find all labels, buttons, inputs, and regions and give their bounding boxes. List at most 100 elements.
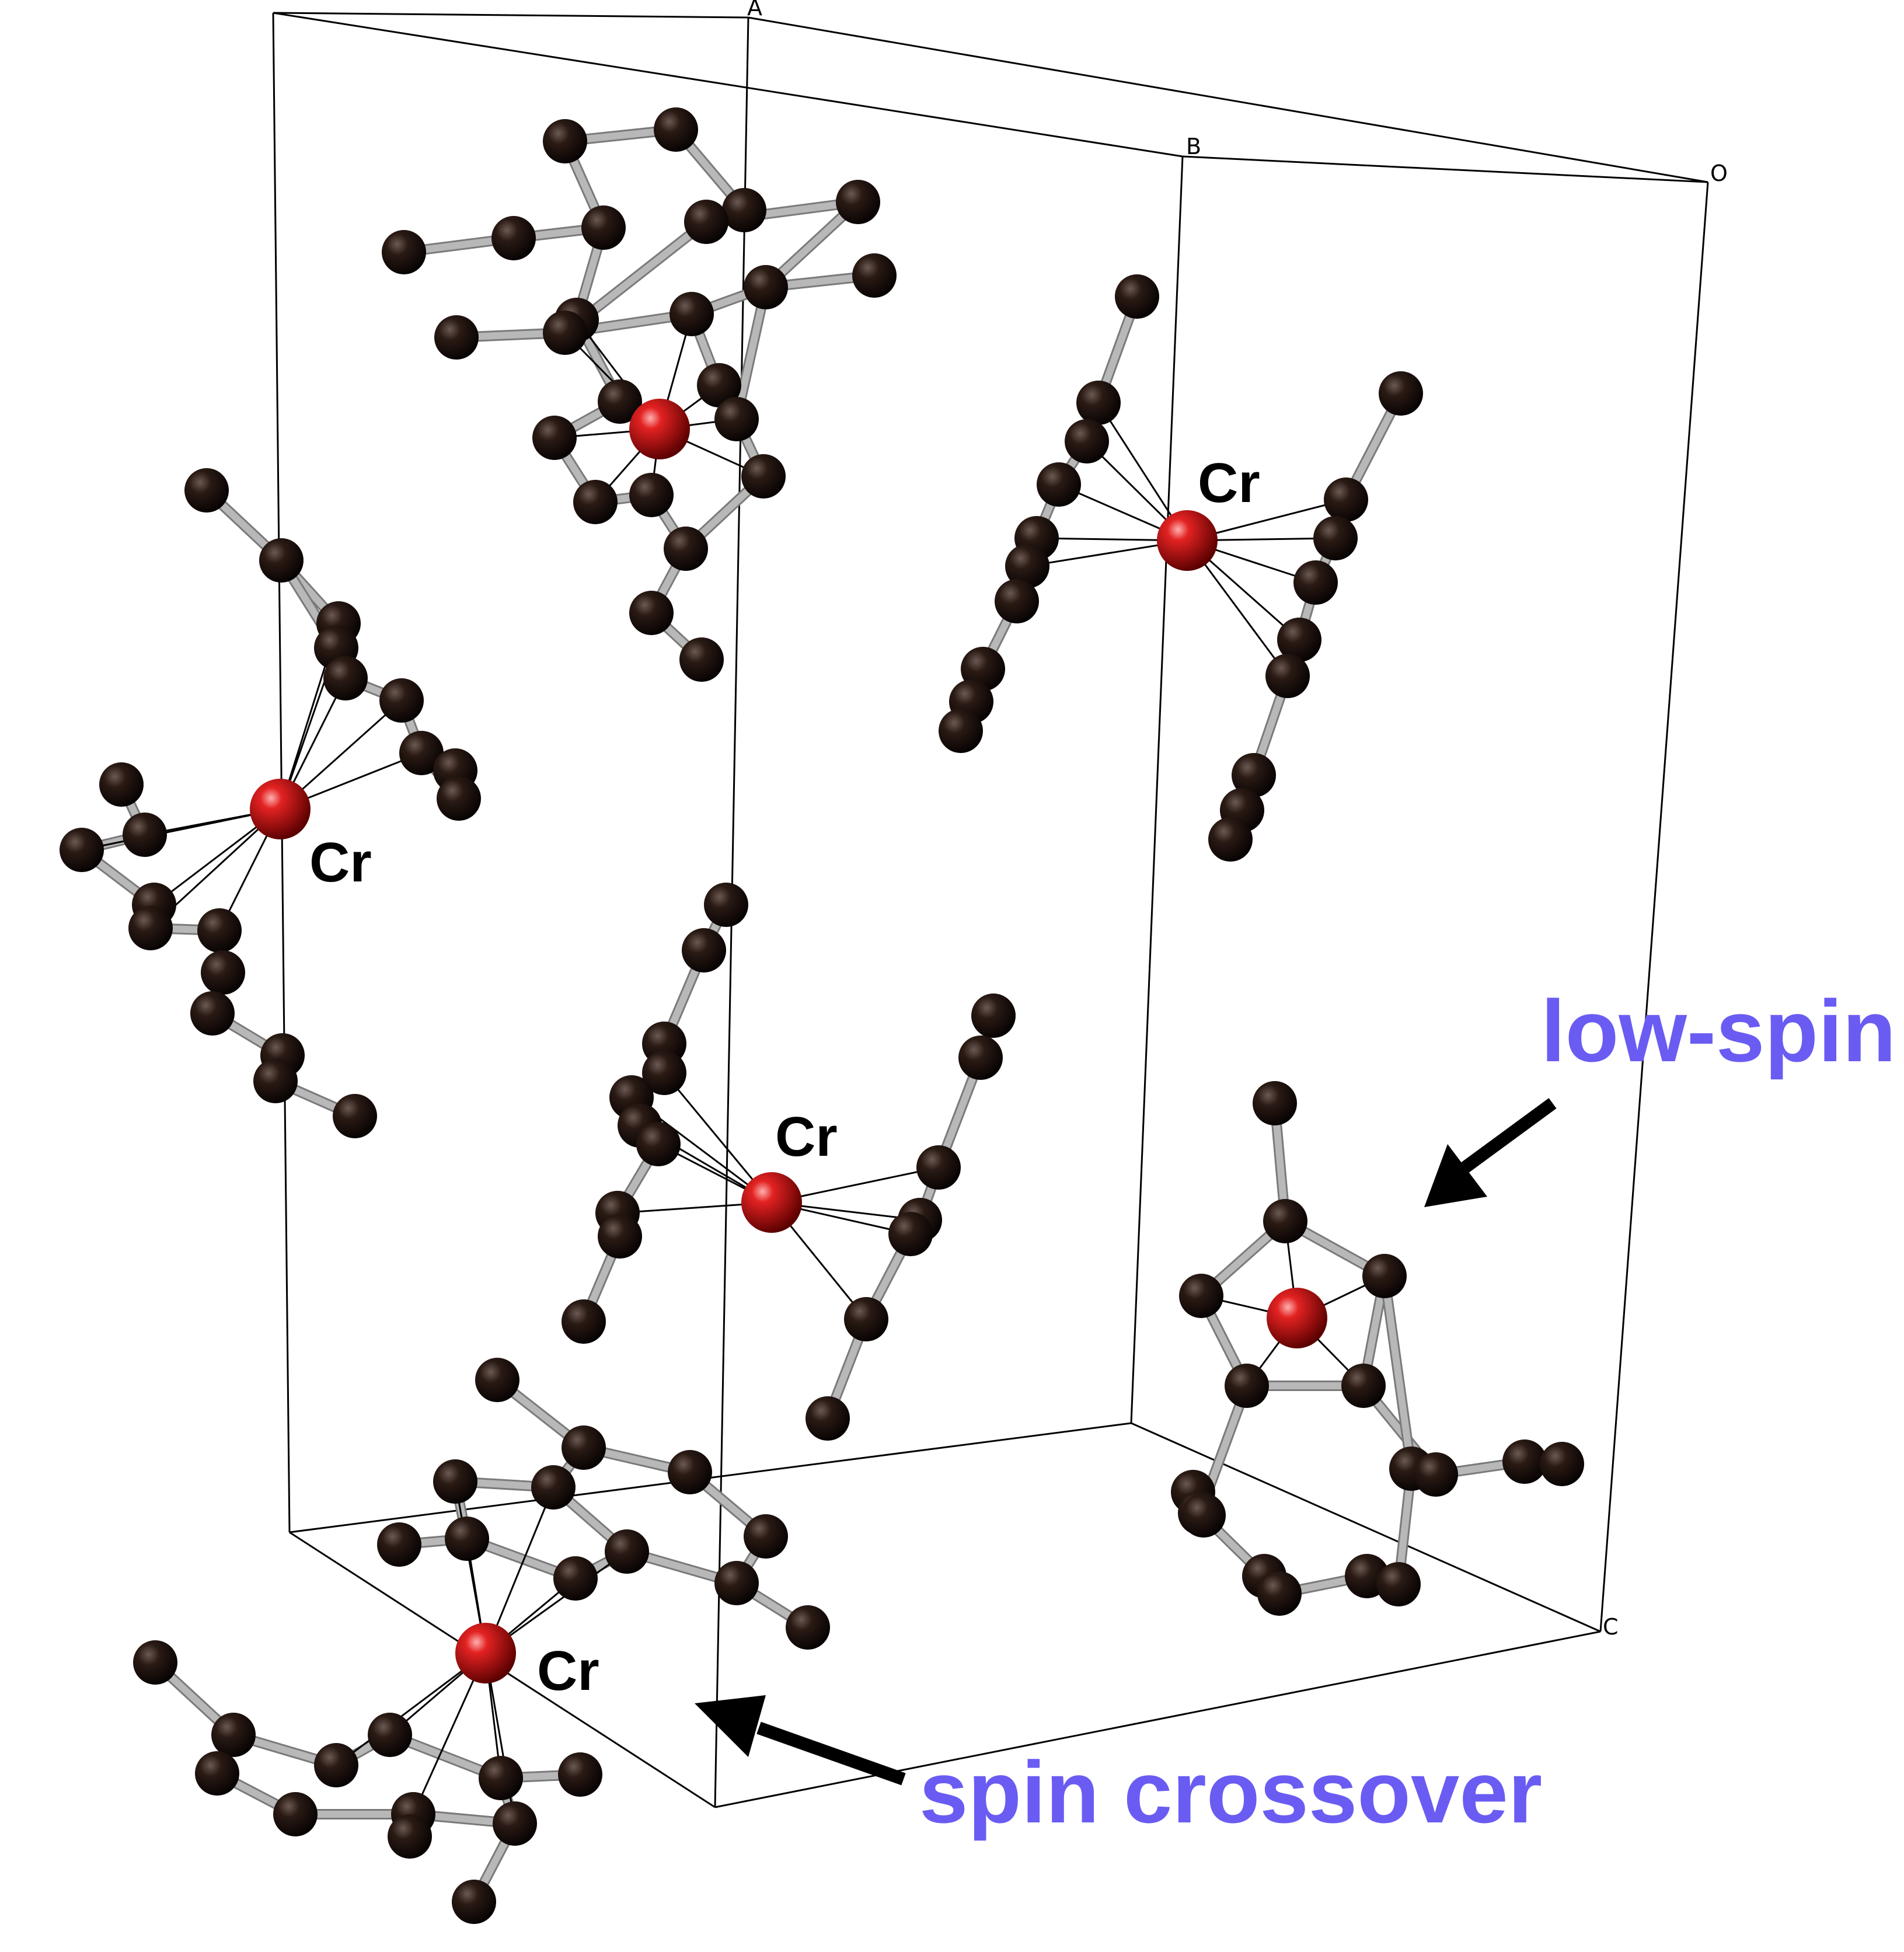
chromium-atom-3 [741, 1172, 802, 1233]
carbon-atom-4-0 [475, 1358, 519, 1402]
carbon-atom-5-5 [1341, 1364, 1386, 1408]
carbon-atom-1-15 [1265, 654, 1310, 698]
carbon-atom-3-14 [888, 1212, 933, 1256]
carbon-atom-1-0 [1115, 274, 1159, 319]
low-spin-arrow [1424, 1098, 1557, 1207]
carbon-atom-3-1 [682, 928, 726, 972]
carbon-atom-2-6 [399, 731, 444, 775]
carbon-atom-4-8 [445, 1517, 489, 1561]
carbon-atom-0-13 [434, 315, 479, 360]
axis-label-o: O [1710, 161, 1728, 186]
bond-5-18 [1381, 1273, 1415, 1472]
carbon-atom-3-12 [916, 1145, 961, 1190]
carbon-atom-3-3 [642, 1051, 686, 1095]
carbon-atom-0-10 [669, 292, 714, 336]
carbon-atom-5-0 [1253, 1081, 1297, 1125]
carbon-atom-3-9 [562, 1299, 606, 1344]
carbon-atom-1-12 [1313, 516, 1358, 560]
carbon-atom-3-16 [805, 1396, 850, 1441]
carbon-atom-5-1 [1263, 1199, 1307, 1243]
carbon-atom-4-9 [377, 1522, 421, 1567]
spin-crossover-label: spin crossover [919, 1743, 1542, 1841]
carbon-atom-0-15 [697, 363, 741, 407]
carbon-atom-0-20 [629, 473, 674, 517]
atom-layer [60, 107, 1584, 1924]
carbon-atom-4-6 [433, 1459, 477, 1504]
chromium-atom-5 [1267, 1288, 1327, 1348]
carbon-atom-4-7 [531, 1465, 576, 1510]
carbon-atom-0-17 [532, 416, 577, 460]
carbon-atom-3-15 [844, 1297, 888, 1341]
carbon-atom-5-4 [1225, 1364, 1269, 1408]
carbon-atom-2-11 [60, 828, 104, 872]
carbon-atom-4-16 [368, 1713, 412, 1757]
carbon-atom-0-22 [629, 591, 674, 635]
carbon-atom-0-8 [852, 253, 897, 298]
carbon-atom-1-6 [995, 579, 1039, 623]
metal-bond-4-5 [335, 1652, 487, 1766]
axis-label-c: C [1603, 1614, 1619, 1640]
carbon-atom-0-19 [573, 480, 618, 524]
carbon-atom-0-14 [598, 379, 642, 424]
carbon-atom-2-8 [437, 776, 481, 821]
carbon-atom-1-2 [1065, 419, 1109, 463]
cr-label-2: Cr [309, 831, 372, 894]
carbon-atom-5-14 [1257, 1571, 1302, 1616]
axis-label-a: A [747, 0, 762, 20]
bond-0-26 [733, 284, 769, 423]
carbon-atom-0-0 [543, 119, 587, 163]
chromium-atom-1 [1157, 510, 1218, 571]
carbon-atom-3-11 [958, 1036, 1003, 1080]
carbon-atom-3-8 [598, 1214, 642, 1259]
carbon-atom-2-1 [259, 538, 304, 583]
carbon-atom-1-11 [1324, 477, 1368, 522]
carbon-atom-1-3 [1037, 462, 1081, 507]
metal-bond-2-6 [81, 808, 281, 851]
carbon-atom-4-21 [388, 1814, 432, 1859]
axis-label-b: B [1186, 134, 1201, 159]
carbon-atom-3-10 [971, 994, 1016, 1038]
carbon-atom-4-11 [553, 1556, 598, 1601]
carbon-atom-0-21 [664, 527, 708, 571]
carbon-atom-2-0 [184, 468, 229, 513]
carbon-atom-1-18 [1208, 817, 1253, 862]
carbon-atom-2-14 [197, 908, 242, 953]
carbon-atom-2-9 [99, 762, 144, 807]
carbon-atom-2-19 [333, 1094, 377, 1138]
carbon-atom-0-7 [836, 180, 880, 224]
carbon-atom-0-2 [722, 188, 766, 232]
carbon-atom-0-1 [654, 107, 698, 152]
carbon-atom-0-16 [714, 397, 759, 441]
chromium-atom-2 [250, 779, 311, 839]
carbon-atom-2-5 [379, 678, 424, 723]
chromium-atom-4 [455, 1623, 516, 1683]
carbon-atom-0-5 [491, 216, 536, 260]
carbon-atom-4-13 [211, 1713, 256, 1757]
carbon-atom-5-2 [1362, 1254, 1407, 1298]
carbon-atom-1-10 [1379, 371, 1423, 416]
cr-label-3: Cr [775, 1106, 838, 1168]
carbon-atom-1-1 [1076, 381, 1121, 425]
carbon-atom-5-3 [1179, 1274, 1223, 1318]
carbon-atom-5-16 [1376, 1562, 1421, 1606]
carbon-atom-2-16 [190, 991, 235, 1036]
carbon-atom-5-10 [1414, 1452, 1458, 1497]
chromium-atom-0 [629, 399, 690, 459]
carbon-atom-1-9 [939, 709, 983, 753]
carbon-atom-3-0 [704, 883, 748, 927]
carbon-atom-0-9 [744, 265, 788, 309]
carbon-atom-0-23 [679, 637, 724, 682]
carbon-atom-4-14 [195, 1751, 239, 1796]
carbon-atom-1-13 [1293, 560, 1338, 605]
carbon-atom-4-17 [273, 1792, 318, 1836]
carbon-atom-0-3 [684, 200, 728, 244]
carbon-atom-2-18 [253, 1059, 298, 1103]
carbon-atom-4-2 [668, 1450, 712, 1494]
carbon-atom-2-13 [128, 906, 173, 950]
low-spin-label: low-spin [1541, 982, 1896, 1080]
carbon-atom-4-4 [714, 1561, 759, 1605]
carbon-atom-4-1 [562, 1425, 606, 1470]
carbon-atom-4-22 [493, 1801, 537, 1846]
carbon-atom-4-12 [133, 1640, 177, 1685]
